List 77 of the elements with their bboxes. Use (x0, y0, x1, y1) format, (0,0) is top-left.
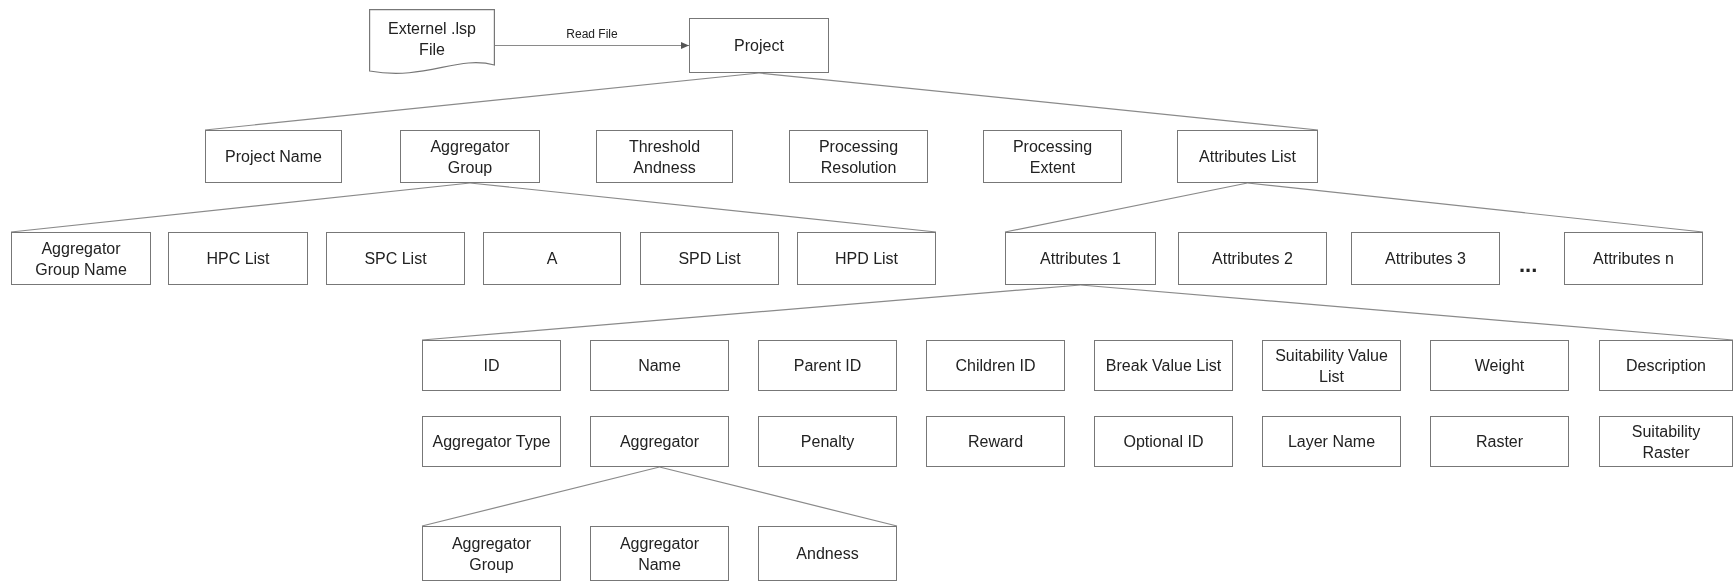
node-label: Aggregator Group (429, 136, 511, 178)
node-label: ID (482, 356, 501, 376)
box (205, 130, 342, 183)
node-label: Attributes n (1592, 249, 1675, 269)
box (590, 416, 729, 467)
node-label: Aggregator (618, 432, 701, 452)
arrow (494, 41, 690, 50)
box (1178, 232, 1327, 285)
document-shape (369, 9, 495, 77)
node-label: Name (637, 356, 682, 376)
box (758, 416, 897, 467)
box (483, 232, 621, 285)
node-label: Attributes 1 (1039, 249, 1122, 269)
node-label: A (545, 249, 559, 269)
ellipsis-label: ... (1519, 254, 1538, 276)
node-label: Project (733, 36, 785, 56)
box (400, 130, 540, 183)
box (1599, 340, 1733, 391)
box (1599, 416, 1733, 467)
node-label: Penalty (799, 432, 856, 452)
node-label: SPD List (677, 249, 742, 269)
box (1094, 340, 1233, 391)
node-label: Attributes List (1198, 147, 1297, 167)
node-label: HPD List (833, 249, 900, 269)
box (926, 340, 1065, 391)
node-label: Optional ID (1122, 432, 1205, 452)
box (758, 340, 897, 391)
node-label: Processing Resolution (817, 136, 900, 178)
box (1262, 340, 1401, 391)
node-label: Attributes 3 (1384, 249, 1467, 269)
box (789, 130, 928, 183)
node-label: Project Name (224, 147, 323, 167)
node-label: Children ID (954, 356, 1037, 376)
box (1351, 232, 1500, 285)
node-label: Suitability Raster (1630, 421, 1702, 463)
box (590, 340, 729, 391)
node-label: Layer Name (1286, 432, 1377, 452)
node-label: Raster (1474, 432, 1525, 452)
box (590, 526, 729, 581)
box (422, 416, 561, 467)
box (689, 18, 829, 73)
box (326, 232, 465, 285)
box (983, 130, 1122, 183)
node-label: Threshold Andness (627, 136, 702, 178)
node-label: Suitability Value List (1274, 345, 1389, 387)
box (640, 232, 779, 285)
node-label: Andness (795, 544, 860, 564)
node-label: Aggregator Group Name (34, 238, 128, 280)
node-label: Externel .lsp File (386, 19, 477, 60)
node-label: Break Value List (1104, 356, 1223, 376)
box (1564, 232, 1703, 285)
box (1262, 416, 1401, 467)
box (422, 340, 561, 391)
node-label: Parent ID (792, 356, 863, 376)
box (168, 232, 308, 285)
node-label: Aggregator Group (450, 533, 533, 575)
box (422, 526, 561, 581)
box (926, 416, 1065, 467)
node-label: Processing Extent (1011, 136, 1094, 178)
node-label: Description (1625, 356, 1707, 376)
node-label: Aggregator Name (618, 533, 701, 575)
node-label: Weight (1473, 356, 1526, 376)
box (596, 130, 733, 183)
node-label: SPC List (363, 249, 428, 269)
node-label: Aggregator Type (431, 432, 552, 452)
box (1094, 416, 1233, 467)
node-label: Reward (966, 432, 1025, 452)
box (758, 526, 897, 581)
box (1005, 232, 1156, 285)
box (11, 232, 151, 285)
node-label: HPC List (205, 249, 271, 269)
edge-label: Read File (564, 27, 620, 40)
node-label: Attributes 2 (1211, 249, 1294, 269)
box (797, 232, 936, 285)
box (1430, 340, 1569, 391)
box (1430, 416, 1569, 467)
box (1177, 130, 1318, 183)
